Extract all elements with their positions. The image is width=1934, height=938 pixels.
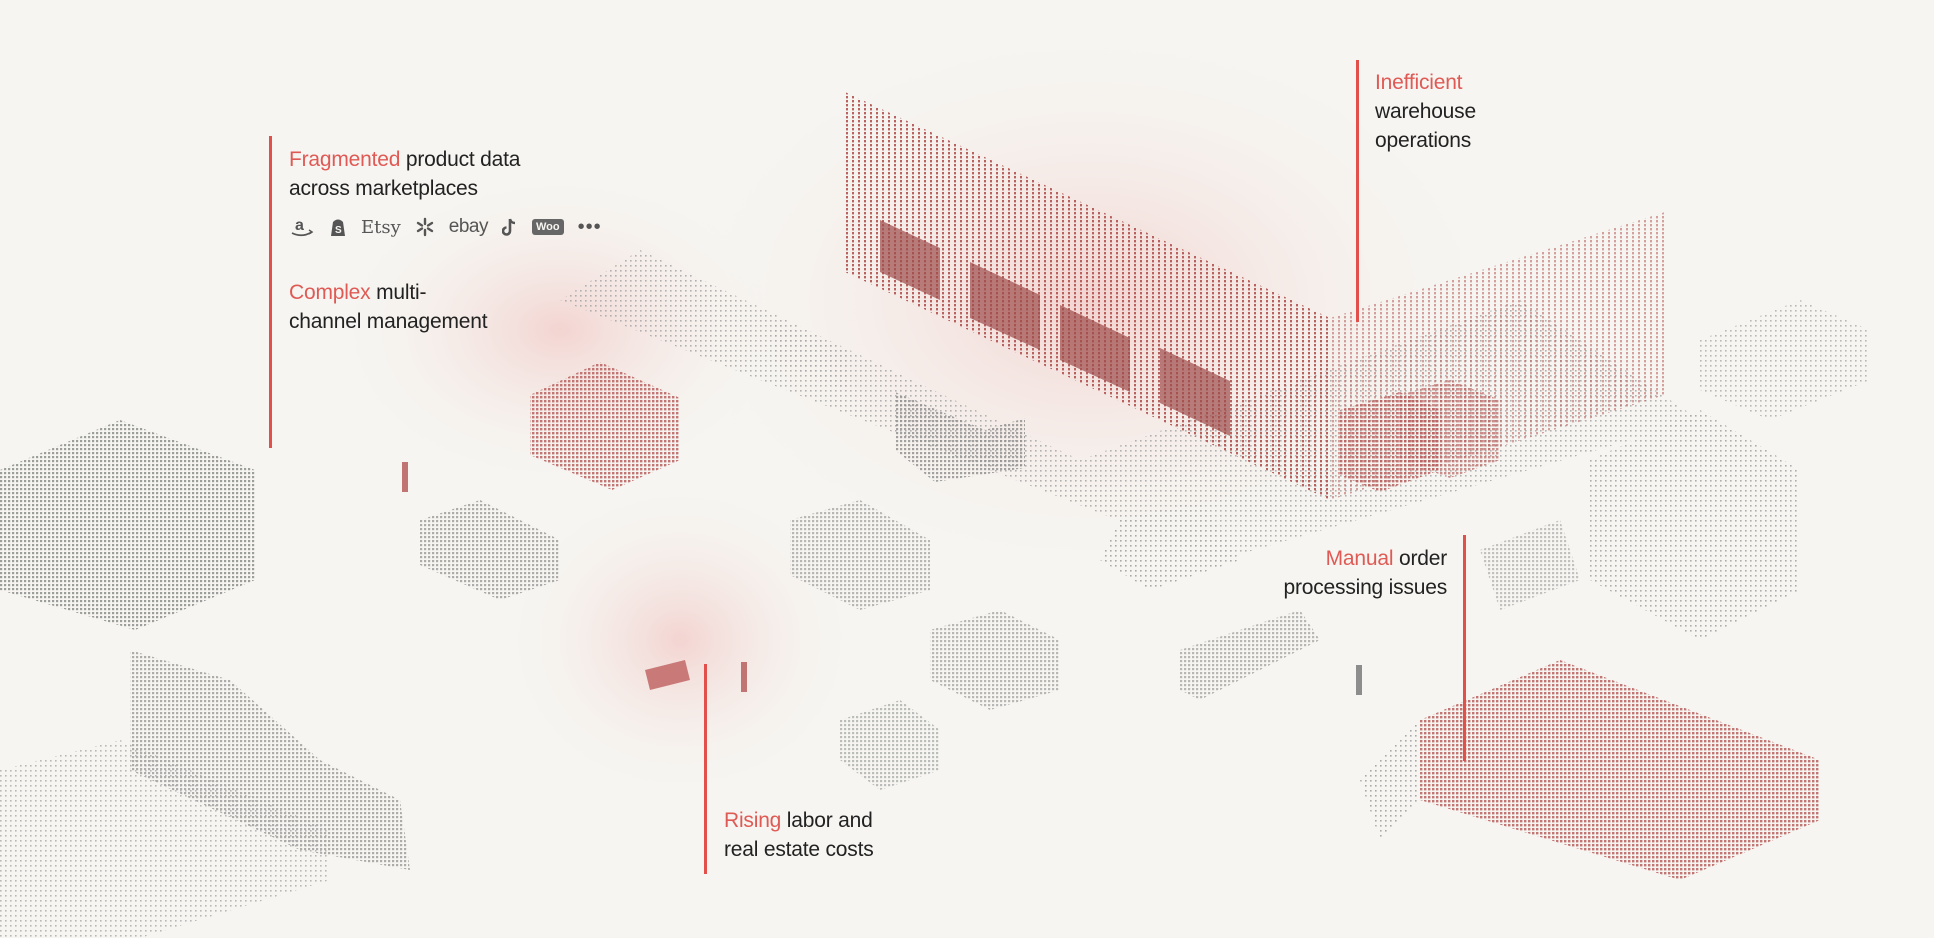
callout-manual: Manual order processing issues	[1283, 544, 1447, 602]
callout-fragmented-rest: product data	[400, 148, 521, 171]
shopify-logo: S	[329, 216, 347, 238]
callout-rising-line2: real estate costs	[724, 838, 874, 861]
callout-line-manual	[1463, 535, 1466, 761]
courtyard-glow	[500, 480, 860, 800]
callout-inefficient-line2: warehouse	[1375, 100, 1476, 123]
small-cart	[840, 700, 940, 790]
pallet-stack	[1420, 660, 1820, 880]
pallet-shadow	[1360, 720, 1420, 840]
callout-complex-rest: multi-	[370, 281, 427, 304]
callout-rising-rest: labor and	[781, 809, 873, 832]
pallet-jack-area	[1100, 500, 1240, 590]
svg-text:S: S	[335, 225, 342, 236]
container	[1700, 300, 1870, 420]
callout-fragmented-line2: across marketplaces	[289, 177, 478, 200]
callout-line-rising	[704, 664, 707, 874]
callout-complex-line2: channel management	[289, 310, 488, 333]
woocommerce-logo: Woo	[531, 219, 564, 235]
marketplace-logos: a S Etsy ebay Woo •••	[289, 216, 602, 238]
more-icon: •••	[577, 215, 602, 238]
equipment-cluster	[930, 610, 1060, 710]
highlight-inefficient: Inefficient	[1375, 71, 1463, 94]
pallet-cluster	[790, 500, 930, 610]
walmart-logo	[415, 216, 435, 238]
perimeter-wall	[130, 650, 410, 870]
callout-fragmented: Fragmented product data across marketpla…	[289, 145, 520, 203]
highlight-rising: Rising	[724, 809, 782, 832]
callout-manual-line2: processing issues	[1283, 576, 1447, 599]
worker-figure	[1356, 665, 1362, 695]
ebay-logo: ebay	[448, 216, 489, 237]
highlight-manual: Manual	[1325, 547, 1394, 570]
semi-truck	[1590, 410, 1800, 640]
highlight-fragmented: Fragmented	[289, 148, 401, 171]
etsy-logo: Etsy	[361, 216, 401, 238]
truck-cab	[1480, 520, 1580, 610]
forklift-cluster	[420, 500, 560, 600]
flatbed-trailer	[1180, 610, 1320, 700]
highlight-complex: Complex	[289, 281, 371, 304]
worker-figure	[741, 662, 747, 692]
box-truck	[895, 392, 1025, 482]
dock-door	[1160, 348, 1230, 436]
callout-inefficient-line3: operations	[1375, 129, 1472, 152]
callout-inefficient: Inefficient warehouse operations	[1375, 68, 1476, 155]
ground-dither-left	[0, 740, 330, 938]
tiktok-logo	[501, 216, 518, 238]
dock-door	[1060, 305, 1130, 392]
callout-rising: Rising labor and real estate costs	[724, 806, 874, 864]
svg-text:a: a	[295, 217, 304, 234]
red-cart	[645, 660, 690, 690]
stacked-crates	[0, 420, 255, 630]
dock-door	[880, 220, 940, 300]
dock-door	[970, 262, 1040, 350]
callout-line-inefficient	[1356, 60, 1359, 322]
red-truck	[530, 362, 680, 490]
crate	[775, 322, 850, 392]
callout-complex: Complex multi- channel management	[289, 278, 488, 336]
callout-line-fragmented	[269, 136, 272, 448]
annex-building	[1400, 380, 1500, 478]
worker-figure	[402, 462, 408, 492]
ground-dither	[560, 250, 1700, 560]
callout-manual-rest: order	[1393, 547, 1447, 570]
amazon-logo: a	[289, 216, 315, 238]
